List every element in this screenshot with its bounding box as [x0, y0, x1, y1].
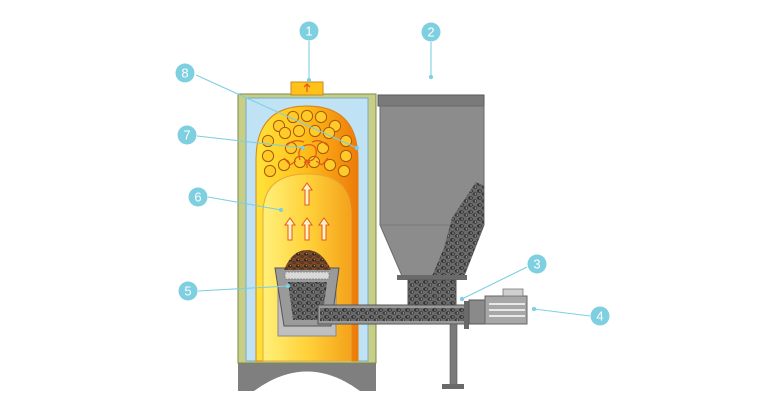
- fire-tube: [339, 149, 353, 163]
- auger-motor-top: [502, 288, 524, 297]
- boiler-base: [238, 362, 376, 391]
- callout-5: 5: [178, 281, 198, 301]
- burner: [274, 250, 340, 337]
- hopper-outlet-flange: [397, 275, 467, 280]
- callout-1: 1: [299, 21, 319, 41]
- leader-8: [195, 74, 358, 149]
- callout-3-label: 3: [533, 257, 540, 272]
- callout-7-label: 7: [183, 128, 190, 143]
- hopper-pellets: [432, 182, 484, 276]
- callout-2-label: 2: [427, 25, 434, 40]
- burning-pellets: [284, 250, 331, 270]
- leader-6: [207, 196, 282, 211]
- callout-3: 3: [527, 254, 547, 274]
- callout-6: 6: [188, 187, 208, 207]
- leader-3: [461, 266, 528, 300]
- fire-tube: [263, 164, 277, 178]
- callout-1-label: 1: [305, 24, 312, 39]
- callouts: 1 2 3 4 5 6 7 8: [175, 21, 610, 326]
- burner-grate: [284, 271, 330, 280]
- fire-tube: [314, 110, 328, 124]
- auger-flange: [464, 301, 469, 329]
- callout-8-label: 8: [181, 66, 188, 81]
- burner-fuel: [288, 282, 327, 320]
- fire-tube: [261, 149, 275, 163]
- callout-7: 7: [177, 125, 197, 145]
- fire-tube: [284, 141, 298, 155]
- fire-tube: [300, 109, 314, 123]
- auger-pellets: [320, 308, 465, 321]
- auger-foot: [442, 384, 464, 389]
- callout-6-label: 6: [194, 190, 201, 205]
- fire-tube: [323, 158, 337, 172]
- leader-5: [197, 285, 289, 292]
- fire-tubes: [261, 109, 353, 178]
- leader-4: [533, 308, 591, 317]
- callout-4: 4: [590, 306, 610, 326]
- hopper-lid: [377, 94, 485, 107]
- callout-5-label: 5: [184, 284, 191, 299]
- fire-tube: [316, 141, 330, 155]
- fire-tube: [292, 124, 306, 138]
- fire-tube: [337, 164, 351, 178]
- hopper-outlet: [407, 279, 457, 307]
- fire-tube: [278, 126, 292, 140]
- auger-feed: [317, 288, 528, 389]
- callout-2: 2: [421, 22, 441, 42]
- callout-4-label: 4: [596, 309, 603, 324]
- fuel-hopper: [377, 94, 485, 307]
- callout-8: 8: [175, 63, 195, 83]
- flue-gas-flow: [283, 140, 329, 168]
- auger-stand: [449, 323, 458, 386]
- heat-arrows: [284, 182, 330, 241]
- auger-motor-coupling: [468, 299, 486, 325]
- leader-7: [196, 135, 304, 149]
- flue-arrow: [303, 83, 311, 92]
- callout-leaders: [195, 41, 591, 317]
- fire-tube: [277, 158, 291, 172]
